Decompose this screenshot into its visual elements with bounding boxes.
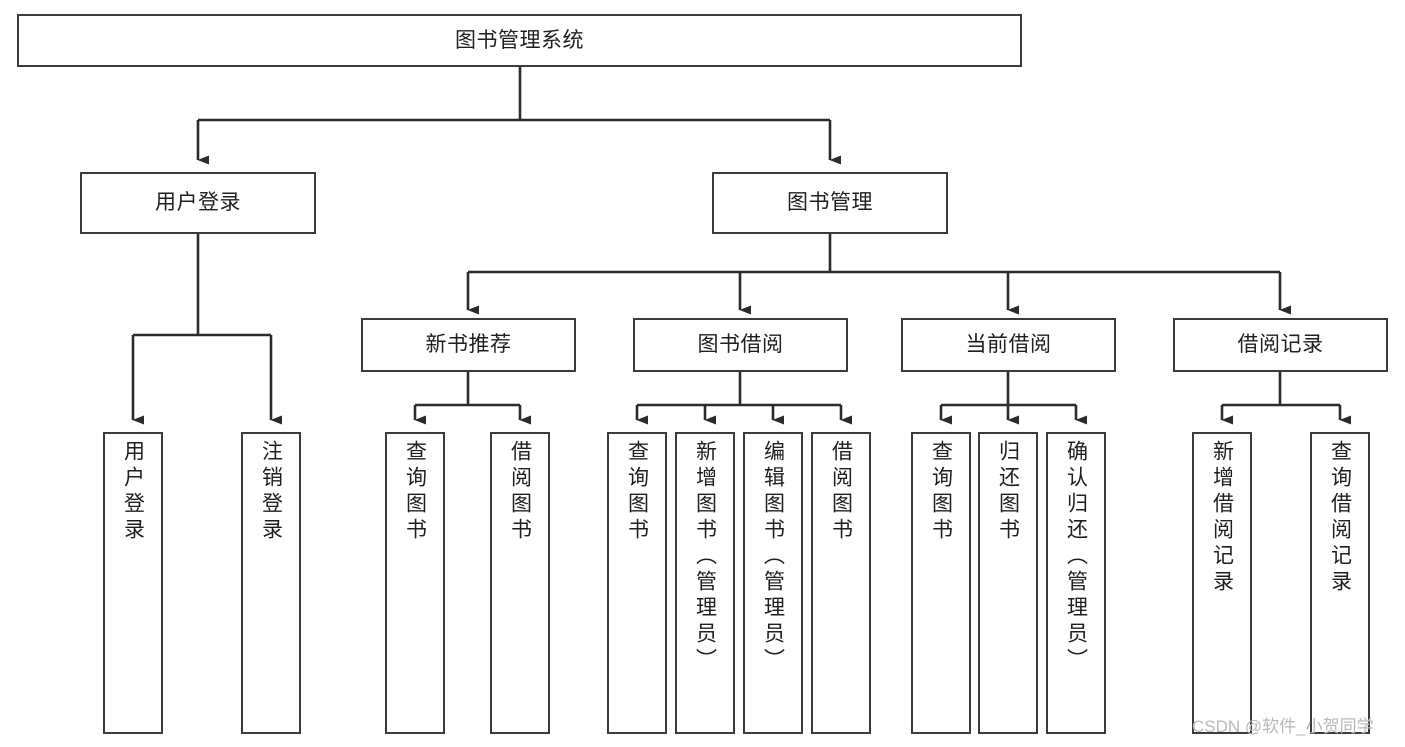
node-new-book-rec-label: 新书推荐 xyxy=(425,333,512,357)
node-user-login-label: 用户登录 xyxy=(155,191,241,215)
node-root[interactable]: 图书管理系统 xyxy=(17,14,1022,67)
node-current-borrow-label: 当前借阅 xyxy=(965,333,1052,357)
node-leaf-user-login-label: 用户登录 xyxy=(121,440,145,544)
node-leaf-add-record[interactable]: 新增借阅记录 xyxy=(1192,432,1252,734)
node-leaf-return-book-label: 归还图书 xyxy=(996,440,1020,544)
node-leaf-borrow-book-2-label: 借阅图书 xyxy=(829,440,853,544)
node-leaf-query-book-1-label: 查询图书 xyxy=(403,440,427,544)
node-leaf-query-book-2[interactable]: 查询图书 xyxy=(607,432,667,734)
node-leaf-query-book-1[interactable]: 查询图书 xyxy=(385,432,445,734)
node-new-book-rec[interactable]: 新书推荐 xyxy=(361,318,576,372)
node-leaf-query-book-2-label: 查询图书 xyxy=(625,440,649,544)
node-book-borrow-label: 图书借阅 xyxy=(697,333,784,357)
node-book-manage-label: 图书管理 xyxy=(787,191,873,215)
node-leaf-user-login[interactable]: 用户登录 xyxy=(103,432,163,734)
node-leaf-borrow-book-2[interactable]: 借阅图书 xyxy=(811,432,871,734)
node-borrow-record[interactable]: 借阅记录 xyxy=(1173,318,1388,372)
node-leaf-edit-book[interactable]: 编辑图书（管理员） xyxy=(743,432,803,734)
node-leaf-add-record-label: 新增借阅记录 xyxy=(1210,440,1234,596)
csdn-watermark: CSDN @软件_小贺同学 xyxy=(1192,717,1374,736)
node-leaf-logout-login[interactable]: 注销登录 xyxy=(241,432,301,734)
node-leaf-return-book[interactable]: 归还图书 xyxy=(978,432,1038,734)
node-borrow-record-label: 借阅记录 xyxy=(1237,333,1324,357)
node-user-login[interactable]: 用户登录 xyxy=(80,172,316,234)
node-leaf-add-book-label: 新增图书（管理员） xyxy=(693,440,717,674)
node-leaf-query-record[interactable]: 查询借阅记录 xyxy=(1310,432,1370,734)
node-leaf-logout-login-label: 注销登录 xyxy=(259,440,283,544)
node-leaf-borrow-book-1-label: 借阅图书 xyxy=(508,440,532,544)
node-leaf-edit-book-label: 编辑图书（管理员） xyxy=(761,440,785,674)
node-leaf-confirm-return-label: 确认归还（管理员） xyxy=(1064,440,1088,674)
node-root-label: 图书管理系统 xyxy=(455,28,584,52)
node-leaf-query-book-3-label: 查询图书 xyxy=(929,440,953,544)
node-leaf-query-book-3[interactable]: 查询图书 xyxy=(911,432,971,734)
node-book-manage[interactable]: 图书管理 xyxy=(712,172,948,234)
node-current-borrow[interactable]: 当前借阅 xyxy=(901,318,1116,372)
node-leaf-add-book[interactable]: 新增图书（管理员） xyxy=(675,432,735,734)
node-leaf-confirm-return[interactable]: 确认归还（管理员） xyxy=(1046,432,1106,734)
node-book-borrow[interactable]: 图书借阅 xyxy=(633,318,848,372)
node-leaf-query-record-label: 查询借阅记录 xyxy=(1328,440,1352,596)
node-leaf-borrow-book-1[interactable]: 借阅图书 xyxy=(490,432,550,734)
